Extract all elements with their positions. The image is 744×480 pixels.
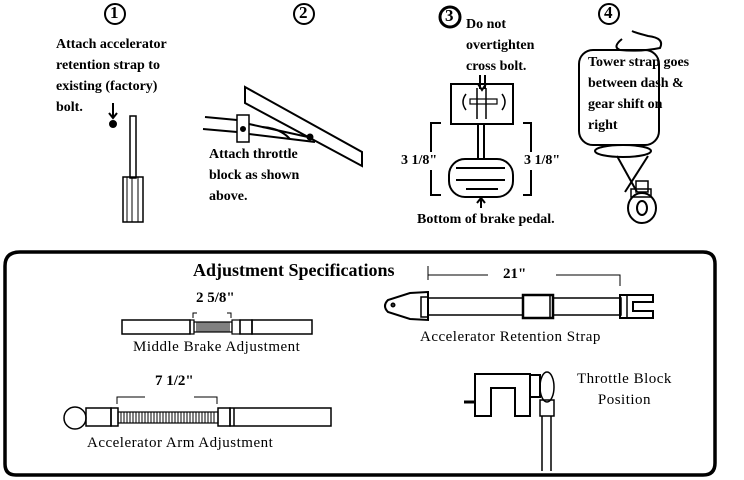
middle-brake-dimension: 2 5/8" <box>196 290 235 306</box>
step-2-number: 2 <box>299 3 308 22</box>
step-1-line: bolt. <box>56 100 83 115</box>
step-3-drawing <box>430 75 532 208</box>
step-3-dim-left: 3 1/8" <box>401 153 438 168</box>
accelerator-arm-label: Accelerator Arm Adjustment <box>87 435 274 451</box>
step-4-number: 4 <box>604 3 613 22</box>
step-4-text: Tower strap goes between dash & gear shi… <box>588 52 689 136</box>
step-2-line: block as shown <box>209 168 300 183</box>
step-3-line: overtighten <box>466 38 535 53</box>
retention-strap-dimension: 21" <box>503 266 527 282</box>
step-2-drawing <box>202 85 363 168</box>
step-1-line: existing (factory) <box>56 79 158 94</box>
specs-title: Adjustment Specifications <box>193 260 395 280</box>
step-3-dim-right: 3 1/8" <box>524 153 561 168</box>
step-2-line: Attach throttle <box>209 147 298 162</box>
step-2-circle <box>293 3 315 25</box>
step-4-circle <box>598 3 620 25</box>
middle-brake-label: Middle Brake Adjustment <box>133 339 301 355</box>
throttle-block-line: Position <box>597 392 652 408</box>
step-1-circle <box>104 3 126 25</box>
step-3-line: cross bolt. <box>466 59 527 74</box>
step-3-caption: Bottom of brake pedal. <box>417 212 555 227</box>
step-2-line: above. <box>209 189 248 204</box>
throttle-block-drawing <box>464 371 555 471</box>
step-4-line: right <box>588 118 618 133</box>
step-4-line: between dash & <box>588 76 684 91</box>
step-3-line: Do not <box>466 17 507 32</box>
step-4-drawing <box>578 30 663 224</box>
retention-strap-label: Accelerator Retention Strap <box>420 329 601 345</box>
accelerator-arm-drawing <box>63 396 332 430</box>
specs-panel-border <box>3 250 717 477</box>
step-3-number: 3 <box>445 6 454 25</box>
step-1-text: Attach accelerator retention strap to ex… <box>56 34 167 118</box>
step-2-text: Attach throttle block as shown above. <box>209 144 299 207</box>
throttle-block-label: Throttle Block Position <box>577 369 672 411</box>
step-1-drawing <box>108 103 144 223</box>
step-4-line: gear shift on <box>588 97 663 112</box>
retention-strap-drawing <box>384 266 654 322</box>
throttle-block-line: Throttle Block <box>577 371 672 387</box>
step-1-line: retention strap to <box>56 58 160 73</box>
step-1-number: 1 <box>110 3 119 22</box>
step-1-line: Attach accelerator <box>56 37 167 52</box>
accelerator-arm-dimension: 7 1/2" <box>155 373 194 389</box>
step-3-circle <box>438 5 462 29</box>
middle-brake-drawing <box>121 312 313 335</box>
step-4-line: Tower strap goes <box>588 55 690 70</box>
step-3-text: Do not overtighten cross bolt. <box>466 14 534 77</box>
